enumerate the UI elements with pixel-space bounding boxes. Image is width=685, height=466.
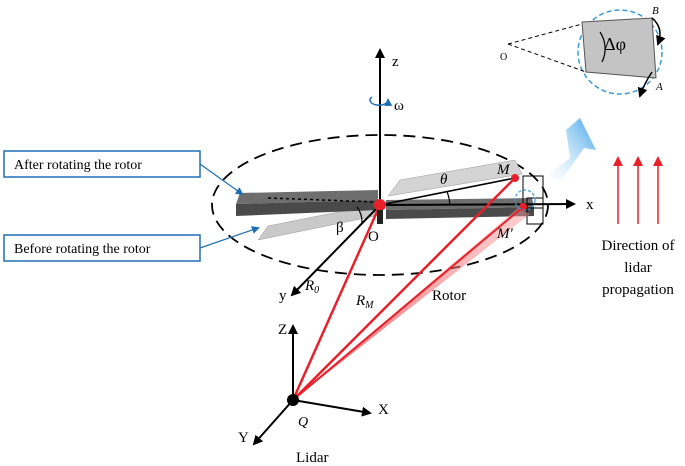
z-label: z — [392, 54, 399, 70]
theta-label: θ — [440, 172, 448, 188]
origin-label: O — [368, 229, 379, 245]
direction-line1: Direction of — [602, 238, 675, 254]
x-axis — [379, 199, 576, 210]
direction-line2: lidar — [624, 260, 652, 276]
point-M — [511, 174, 519, 182]
M-label: M — [496, 162, 511, 178]
Q-label: Q — [298, 415, 308, 430]
y-axis — [290, 204, 381, 297]
delta-phi-label: Δφ — [604, 34, 626, 54]
rotor-label: Rotor — [432, 288, 466, 304]
inset-dash-upper — [507, 23, 583, 45]
callout-before-text: Before rotating the rotor — [14, 242, 151, 257]
tip-dashed-circle — [514, 189, 536, 211]
point-M-prime — [519, 203, 527, 211]
omega-label: ω — [394, 98, 404, 114]
inset-phi-arc — [599, 31, 606, 63]
callout-before: Before rotating the rotor — [3, 226, 260, 262]
inset-A-label: A — [655, 81, 663, 93]
inset-B-label: B — [652, 5, 659, 17]
lidar-point-Q — [287, 394, 299, 406]
red-beam-wide — [293, 208, 530, 400]
lidar-label: Lidar — [296, 450, 328, 466]
red-line-R0 — [291, 204, 382, 401]
rotor-after-right-bottom — [386, 207, 534, 219]
inset-dash-lower — [507, 43, 587, 73]
callout-after: After rotating the rotor — [3, 150, 244, 196]
Z-label: Z — [278, 322, 287, 338]
red-line-M-prime — [292, 206, 524, 401]
y-label: y — [279, 288, 287, 304]
beta-arc — [356, 206, 363, 224]
X-label: X — [378, 402, 389, 418]
blade-centerline — [267, 197, 379, 203]
tip-box-upper — [522, 175, 544, 209]
red-line-RM — [292, 177, 516, 401]
RM-label: RM — [355, 293, 374, 311]
inset-arrow-B — [651, 17, 666, 46]
Y-axis — [252, 399, 294, 446]
Y-label: Y — [238, 430, 249, 446]
inset-O-label: O — [500, 52, 507, 63]
theta-arc — [446, 190, 451, 205]
omega-rotation-arrow — [369, 96, 393, 107]
zoom-arrow — [548, 118, 596, 182]
M-prime-label: M' — [496, 226, 513, 242]
rotor-before-right — [387, 159, 523, 197]
hub-stub — [377, 210, 383, 224]
inset-arrow-A — [637, 71, 653, 98]
x-label: x — [586, 197, 594, 213]
X-axis — [292, 399, 372, 417]
origin-point — [374, 199, 386, 211]
callout-after-text: After rotating the rotor — [14, 158, 142, 173]
rotor-after-left-bottom — [236, 200, 378, 216]
inset-circle — [577, 9, 663, 95]
direction-line3: propagation — [602, 282, 674, 298]
R0-label: R0 — [304, 278, 319, 296]
beta-label: β — [336, 220, 344, 236]
